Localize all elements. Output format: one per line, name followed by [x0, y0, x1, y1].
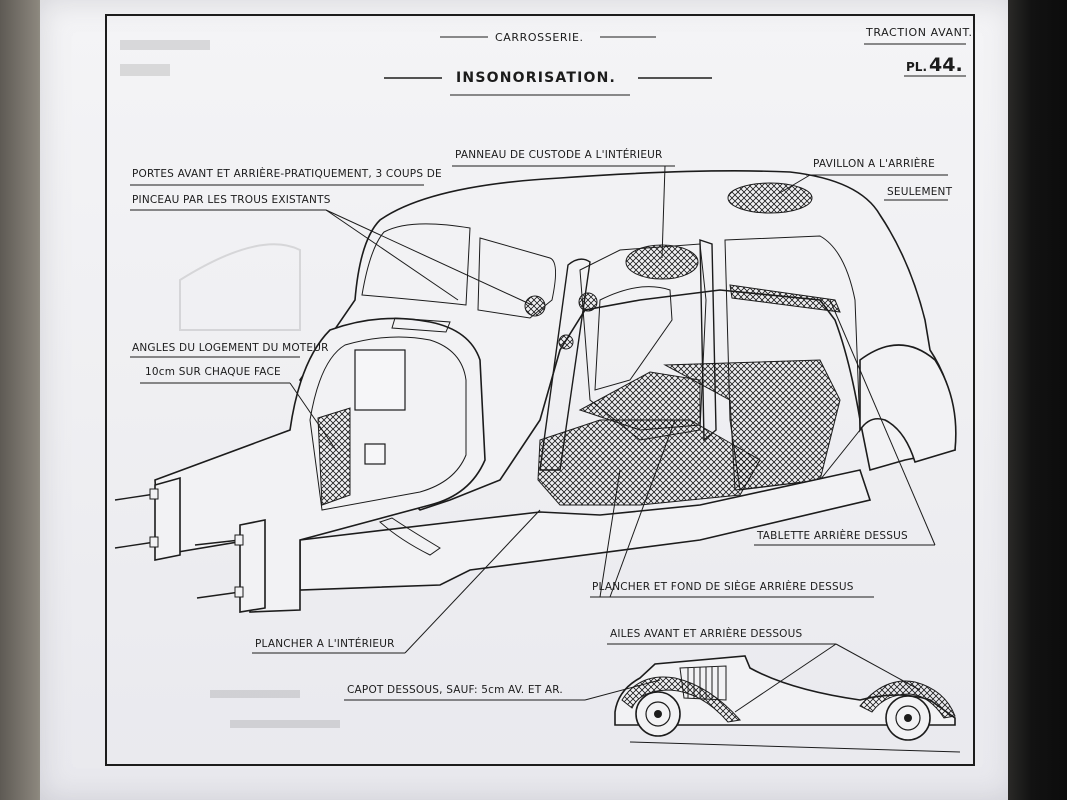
section-title: CARROSSERIE. [495, 31, 584, 44]
frame-pins [114, 488, 244, 599]
hatch-pavillon [727, 182, 813, 214]
ghost-print [120, 40, 340, 728]
hatch-engine-angle [317, 407, 351, 506]
leader-tablette [829, 299, 936, 546]
label-pavillon-line1: PAVILLON A L'ARRIÈRE [813, 157, 935, 170]
leader-ailes-front [734, 643, 837, 713]
hatch-door-hole-1 [524, 295, 546, 317]
plate-prefix: PL. [906, 60, 927, 74]
hatch-door-hole-2 [578, 292, 598, 312]
hatch-door-hole-3 [558, 334, 574, 350]
label-angles-line2: 10cm SUR CHAQUE FACE [145, 366, 281, 378]
leader-portes-2 [325, 209, 533, 306]
plate-number: 44. [929, 54, 963, 76]
small-car [614, 655, 961, 753]
leader-ailes-rear [835, 643, 921, 691]
leader-angles [289, 382, 337, 451]
label-portes-line1: PORTES AVANT ET ARRIÈRE-PRATIQUEMENT, 3 … [132, 167, 442, 180]
label-ailes: AILES AVANT ET ARRIÈRE DESSOUS [610, 627, 803, 640]
dark-edge [1008, 0, 1067, 800]
label-portes-line2: PINCEAU PAR LES TROUS EXISTANTS [132, 194, 331, 206]
leader-plancher-1 [599, 469, 621, 598]
leader-capot [584, 679, 661, 701]
car-body [114, 170, 957, 613]
leader-pavillon [777, 174, 811, 195]
header: CARROSSERIE. INSONORISATION. TRACTION AV… [384, 26, 973, 96]
leader-portes-1 [325, 209, 459, 301]
label-tablette: TABLETTE ARRIÈRE DESSUS [756, 529, 908, 542]
drawing-frame [105, 14, 975, 766]
label-plancher-interieur: PLANCHER A L'INTÉRIEUR [255, 637, 395, 650]
label-capot: CAPOT DESSOUS, SAUF: 5cm AV. ET AR. [347, 684, 563, 696]
label-pavillon-line2: SEULEMENT [887, 186, 953, 198]
hatch-tablette [729, 284, 841, 313]
leader-plancher-2 [609, 419, 676, 598]
page-title: INSONORISATION. [456, 70, 616, 86]
label-panneau: PANNEAU DE CUSTODE A L'INTÉRIEUR [455, 148, 663, 161]
annotations: PORTES AVANT ET ARRIÈRE-PRATIQUEMENT, 3 … [130, 148, 953, 713]
leader-panneau [661, 165, 666, 259]
label-angles-line1: ANGLES DU LOGEMENT DU MOTEUR [132, 342, 329, 354]
hatch-plancher-front [578, 371, 701, 431]
series-label: TRACTION AVANT. [865, 26, 973, 39]
hatch-rear-wing [859, 680, 956, 719]
leader-plancher-interieur [404, 509, 541, 654]
label-plancher-siege: PLANCHER ET FOND DE SIÈGE ARRIÈRE DESSUS [592, 580, 854, 593]
